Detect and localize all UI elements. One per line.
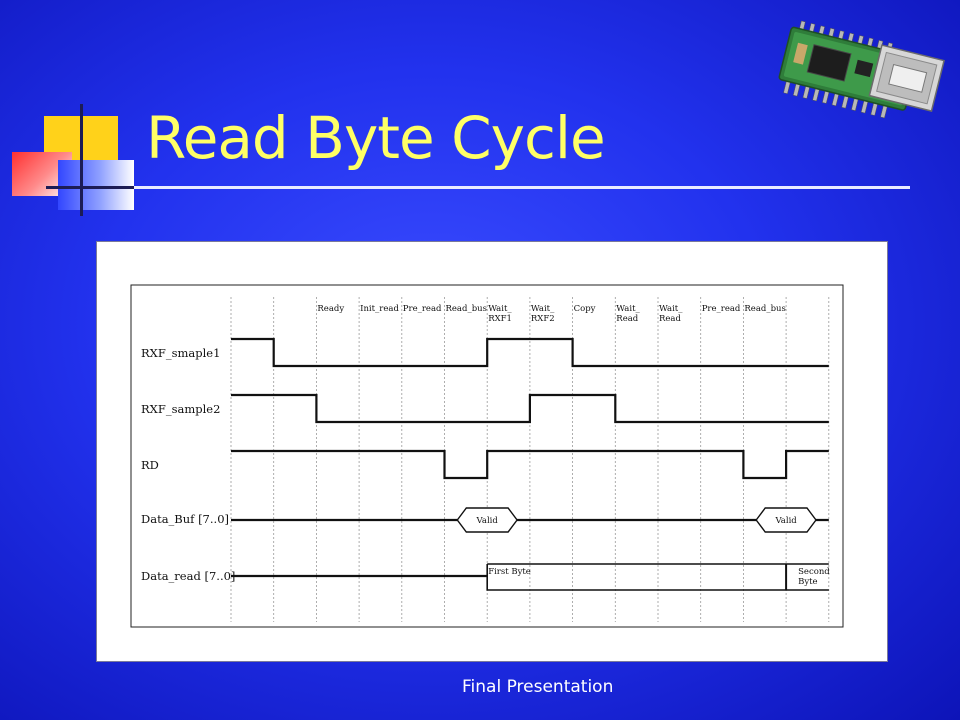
signal-waveform [231,449,829,480]
bus-data-box [486,563,829,591]
bus-data-label: Byte [798,577,818,587]
signal-waveform [231,337,829,368]
state-label: Wait_ [659,304,683,314]
slide-footer: Final Presentation [462,677,614,697]
state-label: Read [659,314,681,324]
diagram-frame [130,284,844,628]
signal-label: RD [141,458,159,472]
title-underline [134,186,910,189]
slide-title: Read Byte Cycle [146,104,606,172]
state-label: Read_bus [744,304,785,314]
bus-data-label: Second [798,567,830,577]
signal-label: Data_Buf [7..0] [141,512,229,526]
signal-label: RXF_smaple1 [141,346,220,360]
state-label: Read_bus [446,304,487,314]
state-label: RXF1 [488,314,512,324]
decor-short-line [46,186,136,189]
state-label: Read [616,314,638,324]
signal-label: Data_read [7..0] [141,569,235,583]
state-label: RXF2 [531,314,555,324]
bus-valid-label: Valid [476,516,499,526]
circuit-module-image [778,20,945,119]
signal-label: RXF_sample2 [141,402,220,416]
state-label: Init_read [360,304,399,314]
state-label: Wait_ [531,304,555,314]
bus-valid-label: Valid [774,516,797,526]
bus-data-label: First Byte [488,567,531,577]
signal-waveform [231,393,829,424]
state-label: Ready [317,304,344,314]
state-label: Pre_read [403,304,442,314]
state-label: Pre_read [702,304,741,314]
state-label: Wait_ [488,304,512,314]
state-label: Wait_ [616,304,640,314]
decor-blue-square [58,160,134,210]
decor-vertical-line [80,104,83,216]
state-label: Copy [574,304,596,314]
